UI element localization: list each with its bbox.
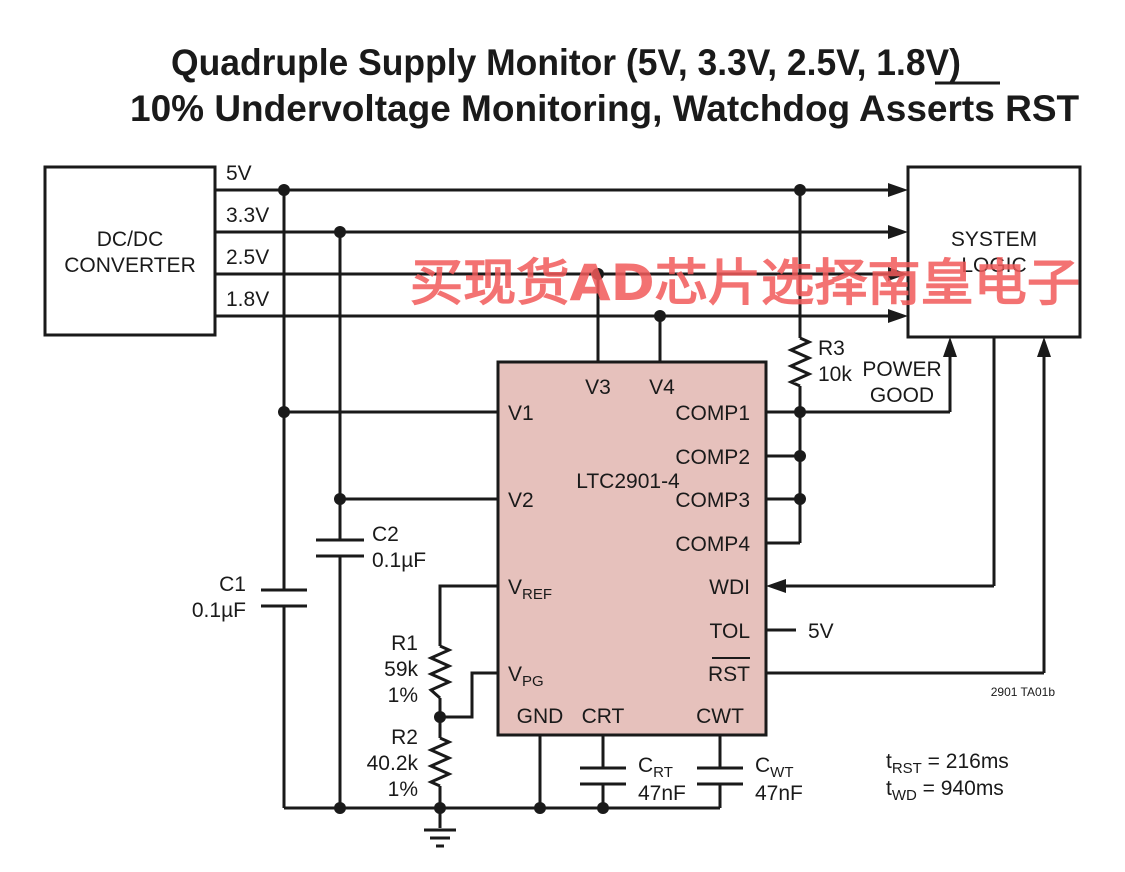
pin-v3: V3 xyxy=(585,376,611,399)
watchdog-wires xyxy=(766,337,1046,675)
rail-label-5v: 5V xyxy=(226,162,252,185)
pin-cwt: CWT xyxy=(696,705,744,728)
dc-dc-converter-box xyxy=(43,165,217,337)
resistor-r1 xyxy=(427,644,453,700)
crt-value: 47nF xyxy=(638,782,686,805)
r3-name: R3 xyxy=(818,337,845,360)
r3-value: 10k xyxy=(818,363,852,386)
r1-tol: 1% xyxy=(388,684,418,707)
title-line-2-text: 10% Undervoltage Monitoring, Watchdog As… xyxy=(130,88,1005,129)
title-line-1: Quadruple Supply Monitor (5V, 3.3V, 2.5V… xyxy=(171,42,961,83)
pin-wdi: WDI xyxy=(709,576,750,599)
title-line-2: 10% Undervoltage Monitoring, Watchdog As… xyxy=(130,88,1079,129)
c2-name: C2 xyxy=(372,523,399,546)
cwt-value: 47nF xyxy=(755,782,803,805)
capacitor-c2 xyxy=(316,538,364,558)
junction-dots xyxy=(278,184,806,814)
pin-comp2: COMP2 xyxy=(675,446,750,469)
pin-comp3: COMP3 xyxy=(675,489,750,512)
pin-comp1: COMP1 xyxy=(675,402,750,425)
supply-wires xyxy=(282,190,802,808)
ground-symbol xyxy=(424,828,456,848)
r2-name: R2 xyxy=(391,726,418,749)
ground-wires xyxy=(284,735,722,810)
pin-tol: TOL xyxy=(710,620,750,643)
rst-arrow xyxy=(1037,337,1051,357)
c2-value: 0.1µF xyxy=(372,549,426,572)
power-good-label-1: POWER xyxy=(862,358,941,381)
divider-wires xyxy=(438,584,498,828)
resistor-r2 xyxy=(427,736,453,788)
figure-code: 2901 TA01b xyxy=(991,685,1056,699)
pin-vpg: VPG xyxy=(508,663,544,690)
ltc2901-chip xyxy=(496,360,768,737)
rail-label-2v5: 2.5V xyxy=(226,246,269,269)
rail-label-3v3: 3.3V xyxy=(226,204,269,227)
pin-v2: V2 xyxy=(508,489,534,512)
rail-arrows xyxy=(888,183,908,323)
watermark-text: 买现货AD芯片选择南皇电子 xyxy=(410,254,1080,312)
r1-name: R1 xyxy=(391,632,418,655)
pin-v1: V1 xyxy=(508,402,534,425)
rail-wires xyxy=(215,188,890,318)
r2-value: 40.2k xyxy=(367,752,419,775)
pin-comp4: COMP4 xyxy=(675,533,750,556)
capacitor-cwt xyxy=(697,766,743,786)
c1-name: C1 xyxy=(219,573,246,596)
power-good-label-2: GOOD xyxy=(870,384,934,407)
c1-value: 0.1µF xyxy=(192,599,246,622)
resistor-r3 xyxy=(787,336,813,388)
pin-rst: RST xyxy=(708,663,750,686)
wdi-arrow xyxy=(766,579,786,593)
chip-name: LTC2901-4 xyxy=(576,470,680,493)
crt-name: CRT xyxy=(638,754,673,781)
pin-gnd: GND xyxy=(517,705,564,728)
system-logic-label-2: LOGIC xyxy=(961,254,1026,277)
converter-label-2: CONVERTER xyxy=(64,254,195,277)
pin-vref: VREF xyxy=(508,576,552,603)
capacitor-crt xyxy=(580,766,626,786)
converter-label-1: DC/DC xyxy=(97,228,164,251)
cwt-name: CWT xyxy=(755,754,794,781)
pin-crt: CRT xyxy=(582,705,625,728)
power-good-arrow xyxy=(943,337,957,357)
timing-wd: tWD = 940ms xyxy=(886,777,1004,804)
timing-rst: tRST = 216ms xyxy=(886,750,1009,777)
rail-label-1v8: 1.8V xyxy=(226,288,269,311)
title-rst: RST xyxy=(1005,88,1079,129)
r1-value: 59k xyxy=(384,658,418,681)
r2-tol: 1% xyxy=(388,778,418,801)
capacitor-c1 xyxy=(261,588,307,608)
system-logic-label-1: SYSTEM xyxy=(951,228,1037,251)
tol-supply-label: 5V xyxy=(808,620,834,643)
pin-v4: V4 xyxy=(649,376,675,399)
